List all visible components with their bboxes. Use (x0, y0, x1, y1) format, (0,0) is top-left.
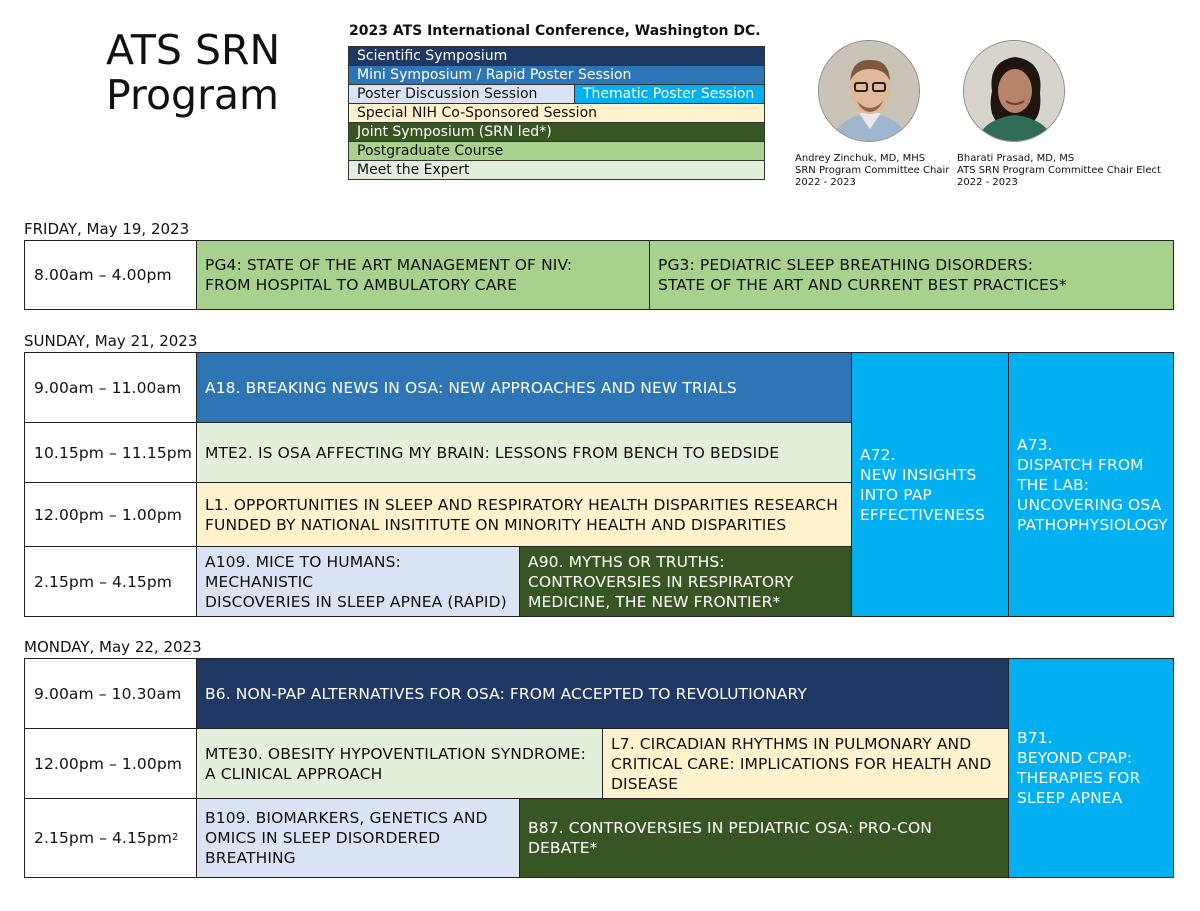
session-legend: Scientific Symposium Mini Symposium / Ra… (348, 46, 765, 180)
legend-joint-symposium: Joint Symposium (SRN led*) (348, 123, 765, 142)
session-mte2: MTE2. IS OSA AFFECTING MY BRAIN: LESSONS… (196, 422, 852, 483)
session-pg3: PG3: PEDIATRIC SLEEP BREATHING DISORDERS… (649, 240, 1174, 310)
legend-meet-the-expert: Meet the Expert (348, 161, 765, 180)
session-l1: L1. OPPORTUNITIES IN SLEEP AND RESPIRATO… (196, 482, 852, 547)
session-a109: A109. MICE TO HUMANS: MECHANISTIC DISCOV… (196, 546, 520, 617)
chair-role: SRN Program Committee Chair (795, 165, 950, 176)
chair-photo-zinchuk (818, 40, 920, 142)
session-b87: B87. CONTROVERSIES IN PEDIATRIC OSA: PRO… (519, 798, 1009, 878)
legend-nih-session: Special NIH Co-Sponsored Session (348, 104, 765, 123)
time-slot: 12.00pm – 1.00pm (24, 482, 197, 547)
chair-years: 2022 - 2023 (795, 177, 856, 188)
chair-role: ATS SRN Program Committee Chair Elect (957, 165, 1161, 176)
time-slot: 10.15pm – 11.15pm (24, 422, 197, 483)
day-heading-friday: FRIDAY, May 19, 2023 (24, 220, 190, 238)
session-pg4: PG4: STATE OF THE ART MANAGEMENT OF NIV:… (196, 240, 650, 310)
conference-title: 2023 ATS International Conference, Washi… (349, 23, 761, 39)
chair-years: 2022 - 2023 (957, 177, 1018, 188)
session-a73: A73. DISPATCH FROM THE LAB: UNCOVERING O… (1008, 352, 1174, 617)
day-heading-sunday: SUNDAY, May 21, 2023 (24, 332, 198, 350)
chair-caption-prasad: Bharati Prasad, MD, MS ATS SRN Program C… (957, 153, 1161, 189)
session-b6: B6. NON-PAP ALTERNATIVES FOR OSA: FROM A… (196, 658, 1009, 729)
day-heading-monday: MONDAY, May 22, 2023 (24, 638, 202, 656)
legend-thematic-poster: Thematic Poster Session (575, 85, 765, 104)
page-title-line-1: ATS SRN (106, 26, 281, 74)
legend-scientific-symposium: Scientific Symposium (348, 46, 765, 66)
session-a18: A18. BREAKING NEWS IN OSA: NEW APPROACHE… (196, 352, 852, 423)
legend-postgraduate-course: Postgraduate Course (348, 142, 765, 161)
chair-name: Bharati Prasad, MD, MS (957, 153, 1075, 164)
chair-name: Andrey Zinchuk, MD, MHS (795, 153, 926, 164)
session-l7: L7. CIRCADIAN RHYTHMS IN PULMONARY AND C… (602, 728, 1009, 799)
time-slot: 8.00am – 4.00pm (24, 240, 197, 310)
time-slot: 12.00pm – 1.00pm (24, 728, 197, 799)
time-slot: 9.00am – 11.00am (24, 352, 197, 423)
session-b109: B109. BIOMARKERS, GENETICS AND OMICS IN … (196, 798, 520, 878)
chair-caption-zinchuk: Andrey Zinchuk, MD, MHS SRN Program Comm… (795, 153, 949, 189)
time-slot: 2.15pm – 4.15pm (24, 546, 197, 617)
time-slot-text: 2.15pm – 4.15pm (34, 829, 173, 847)
time-slot: 9.00am – 10.30am (24, 658, 197, 729)
legend-mini-symposium: Mini Symposium / Rapid Poster Session (348, 66, 765, 85)
legend-poster-row: Poster Discussion Session Thematic Poste… (348, 85, 765, 104)
session-mte30: MTE30. OBESITY HYPOVENTILATION SYNDROME:… (196, 728, 603, 799)
chair-photo-prasad (963, 40, 1065, 142)
legend-poster-discussion: Poster Discussion Session (348, 85, 575, 104)
session-a90: A90. MYTHS OR TRUTHS: CONTROVERSIES IN R… (519, 546, 852, 617)
session-b71: B71. BEYOND CPAP: THERAPIES FOR SLEEP AP… (1008, 658, 1174, 878)
session-a72: A72. NEW INSIGHTS INTO PAP EFFECTIVENESS (851, 352, 1009, 617)
page-title-line-2: Program (106, 71, 279, 119)
